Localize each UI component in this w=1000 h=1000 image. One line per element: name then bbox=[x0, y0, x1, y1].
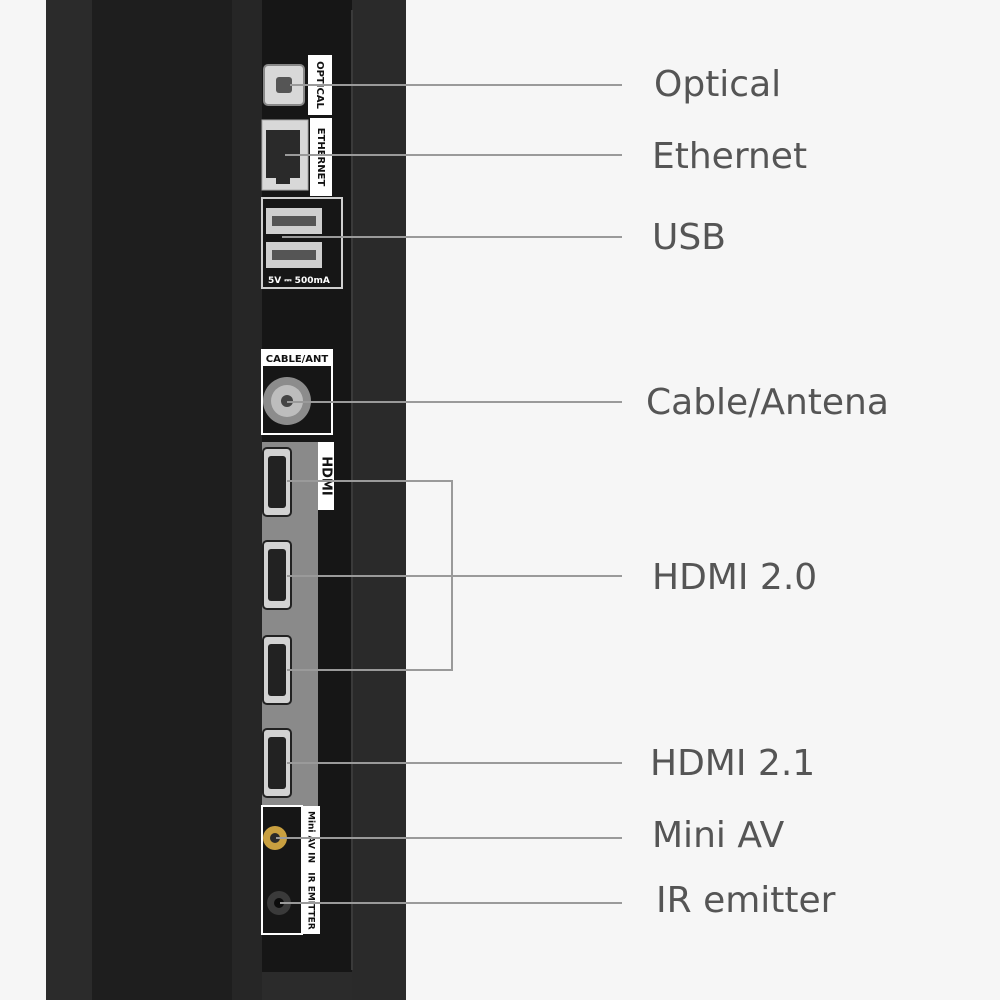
usb-port-top-slot bbox=[272, 216, 316, 226]
callout-hdmi-20: HDMI 2.0 bbox=[652, 557, 818, 598]
callout-usb: USB bbox=[652, 217, 726, 258]
optical-port-slot bbox=[276, 77, 292, 93]
callout-mini-av: Mini AV bbox=[652, 815, 785, 856]
usb-port-bottom-slot bbox=[272, 250, 316, 260]
callout-hdmi-21: HDMI 2.1 bbox=[650, 743, 816, 784]
ethernet-label-bg bbox=[310, 118, 332, 196]
mini-av-ir-frame bbox=[261, 805, 303, 935]
mini-av-jack-inner bbox=[270, 833, 280, 843]
callout-lines bbox=[276, 84, 622, 904]
cable-ant-label-bg bbox=[262, 350, 332, 366]
usb-rating-label: 5V ⎓ 500mA bbox=[268, 276, 330, 286]
hdmi-port-2-slot bbox=[268, 549, 286, 601]
hdmi-port-4-slot bbox=[268, 737, 286, 789]
callout-cable-antenna: Cable/Antena bbox=[646, 382, 889, 423]
ethernet-port-clip bbox=[276, 176, 290, 184]
tv-right-rail bbox=[352, 0, 406, 1000]
hdmi-port-3-slot bbox=[268, 644, 286, 696]
hdmi-port-1-slot bbox=[268, 456, 286, 508]
cable-ant-label: CABLE/ANT bbox=[266, 354, 329, 365]
ethernet-label: ETHERNET bbox=[315, 128, 326, 187]
callout-optical: Optical bbox=[654, 64, 782, 105]
hdmi-logo: HDMI bbox=[319, 456, 334, 495]
callout-ethernet: Ethernet bbox=[652, 136, 808, 177]
callout-ir-emitter: IR emitter bbox=[656, 880, 836, 921]
ir-emitter-label: IR EMITTER bbox=[306, 872, 316, 929]
tv-edge-highlight bbox=[232, 0, 262, 1000]
ir-emitter-jack-inner bbox=[274, 898, 284, 908]
hdmi-logo-bg bbox=[318, 442, 334, 510]
